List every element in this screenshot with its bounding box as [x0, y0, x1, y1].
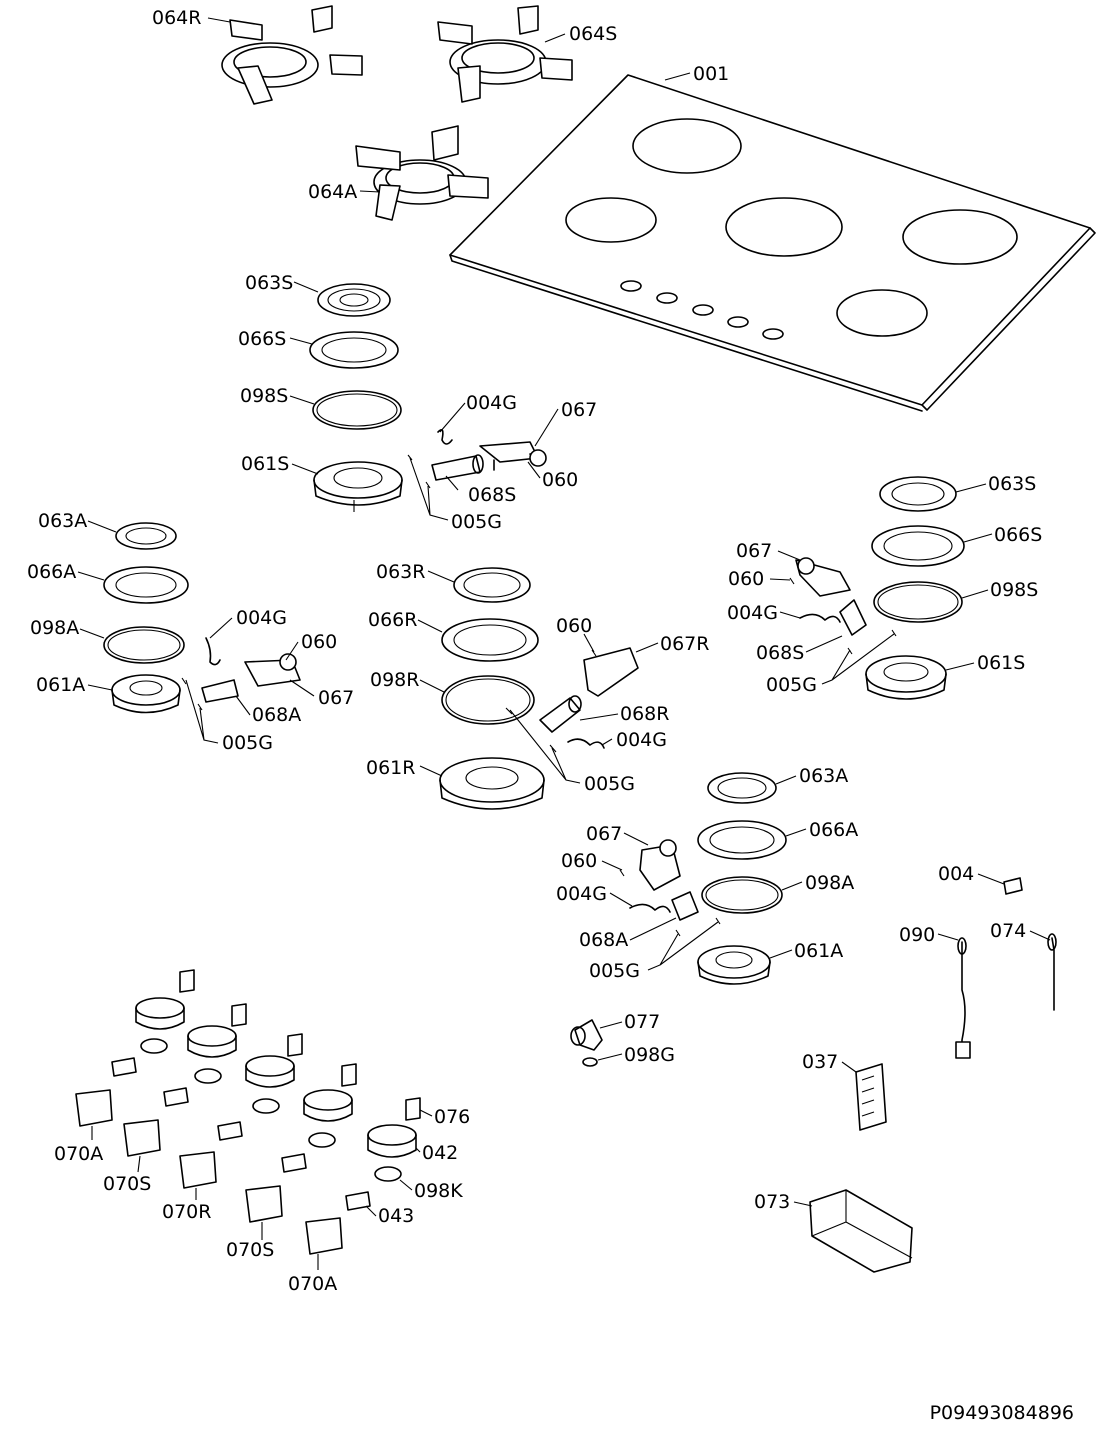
- callout-004G-right: 004G: [727, 602, 778, 624]
- burner-stack-top-S: [309, 283, 403, 512]
- callout-005G-left: 005G: [222, 732, 273, 754]
- callout-098S-top: 098S: [240, 385, 288, 407]
- injector-assembly-right: [789, 557, 897, 655]
- burner-stack-right-S: [865, 476, 965, 700]
- callout-098S-right: 098S: [990, 579, 1038, 601]
- callout-063A-low: 063A: [799, 765, 848, 787]
- callout-064A: 064A: [308, 181, 357, 203]
- callout-068S-top: 068S: [468, 484, 516, 506]
- injector-assembly-top: [407, 429, 547, 489]
- callout-063A-left: 063A: [38, 510, 87, 532]
- callout-077: 077: [624, 1011, 660, 1033]
- thermocouple-090: [955, 937, 971, 1059]
- callout-068A-left: 068A: [252, 704, 301, 726]
- hob-glass-top-001: [449, 74, 1096, 412]
- callout-060-low: 060: [561, 850, 597, 872]
- callout-098A-low: 098A: [805, 872, 854, 894]
- callout-060-left: 060: [301, 631, 337, 653]
- callout-067-left: 067: [318, 687, 354, 709]
- callout-068R: 068R: [620, 703, 669, 725]
- switch-clips: [179, 969, 421, 1121]
- callout-098R: 098R: [370, 669, 419, 691]
- misc-part-004: [1003, 877, 1023, 895]
- callout-068A-low: 068A: [579, 929, 628, 951]
- terminal-block-037: [855, 1063, 887, 1131]
- callout-064R: 064R: [152, 7, 201, 29]
- ignition-generator-073: [809, 1189, 913, 1273]
- burner-stack-center-R: [439, 567, 545, 810]
- burner-stack-left-A: [103, 522, 189, 714]
- callout-070A-1: 070A: [54, 1143, 103, 1165]
- callout-004G-top: 004G: [466, 392, 517, 414]
- injector-assembly-center: [505, 647, 639, 753]
- callout-005G-low: 005G: [589, 960, 640, 982]
- callout-098G: 098G: [624, 1044, 675, 1066]
- injector-assembly-lower: [619, 839, 721, 937]
- callout-066S-right: 066S: [994, 524, 1042, 546]
- callout-061A-left: 061A: [36, 674, 85, 696]
- knob-2: [187, 1025, 237, 1084]
- callout-070R: 070R: [162, 1201, 211, 1223]
- callout-067R: 067R: [660, 633, 709, 655]
- callout-070S-2: 070S: [226, 1239, 274, 1261]
- callout-043: 043: [378, 1205, 414, 1227]
- drawing-number: P09493084896: [929, 1402, 1074, 1424]
- gas-taps: [75, 1089, 343, 1255]
- callout-076: 076: [434, 1106, 470, 1128]
- callout-073: 073: [754, 1191, 790, 1213]
- callout-066A-left: 066A: [27, 561, 76, 583]
- callout-labels: 064R 064S 001 064A 063S 066S 098S 061S 0…: [27, 7, 1042, 1295]
- knob-3: [245, 1055, 295, 1114]
- callout-070S-1: 070S: [103, 1173, 151, 1195]
- callout-005G-mid: 005G: [584, 773, 635, 795]
- callout-001: 001: [693, 63, 729, 85]
- callout-004G-left: 004G: [236, 607, 287, 629]
- callout-004G-mid: 004G: [616, 729, 667, 751]
- pan-support-064S: [437, 5, 573, 103]
- callout-037: 037: [802, 1051, 838, 1073]
- callout-005G-top: 005G: [451, 511, 502, 533]
- callout-060-top: 060: [542, 469, 578, 491]
- callout-074: 074: [990, 920, 1026, 942]
- ignition-electrode-074: [1047, 933, 1057, 1011]
- pan-support-064A: [355, 125, 489, 221]
- microswitches: [111, 1057, 371, 1211]
- knob-4: [303, 1089, 353, 1148]
- callout-068S-right: 068S: [756, 642, 804, 664]
- burner-stack-lower-A: [697, 772, 787, 985]
- knobs-and-taps-group: [75, 969, 421, 1255]
- callout-042: 042: [422, 1142, 458, 1164]
- callout-066A-low: 066A: [809, 819, 858, 841]
- callout-063S-right: 063S: [988, 473, 1036, 495]
- knob-042: [367, 1124, 417, 1182]
- knob-1: [135, 997, 185, 1054]
- callout-070A-2: 070A: [288, 1273, 337, 1295]
- pan-support-064R: [221, 5, 363, 105]
- callout-064S: 064S: [569, 23, 617, 45]
- callout-005G-right: 005G: [766, 674, 817, 696]
- callout-004: 004: [938, 863, 974, 885]
- callout-061R: 061R: [366, 757, 415, 779]
- callout-063R: 063R: [376, 561, 425, 583]
- callout-067-right: 067: [736, 540, 772, 562]
- callout-063S-top: 063S: [245, 272, 293, 294]
- injector-assembly-left: [181, 637, 301, 711]
- callout-004G-low: 004G: [556, 883, 607, 905]
- callout-061A-low: 061A: [794, 940, 843, 962]
- leader-lines: [77, 17, 1051, 1270]
- callout-098A-left: 098A: [30, 617, 79, 639]
- callout-067-low: 067: [586, 823, 622, 845]
- callout-060-mid: 060: [556, 615, 592, 637]
- callout-067-top: 067: [561, 399, 597, 421]
- callout-061S-right: 061S: [977, 652, 1025, 674]
- callout-060-right: 060: [728, 568, 764, 590]
- callout-061S-top: 061S: [241, 453, 289, 475]
- callout-066S-top: 066S: [238, 328, 286, 350]
- callout-090: 090: [899, 924, 935, 946]
- callout-098K: 098K: [414, 1180, 463, 1202]
- gas-inlet-elbow-077: [570, 1019, 603, 1067]
- callout-066R: 066R: [368, 609, 417, 631]
